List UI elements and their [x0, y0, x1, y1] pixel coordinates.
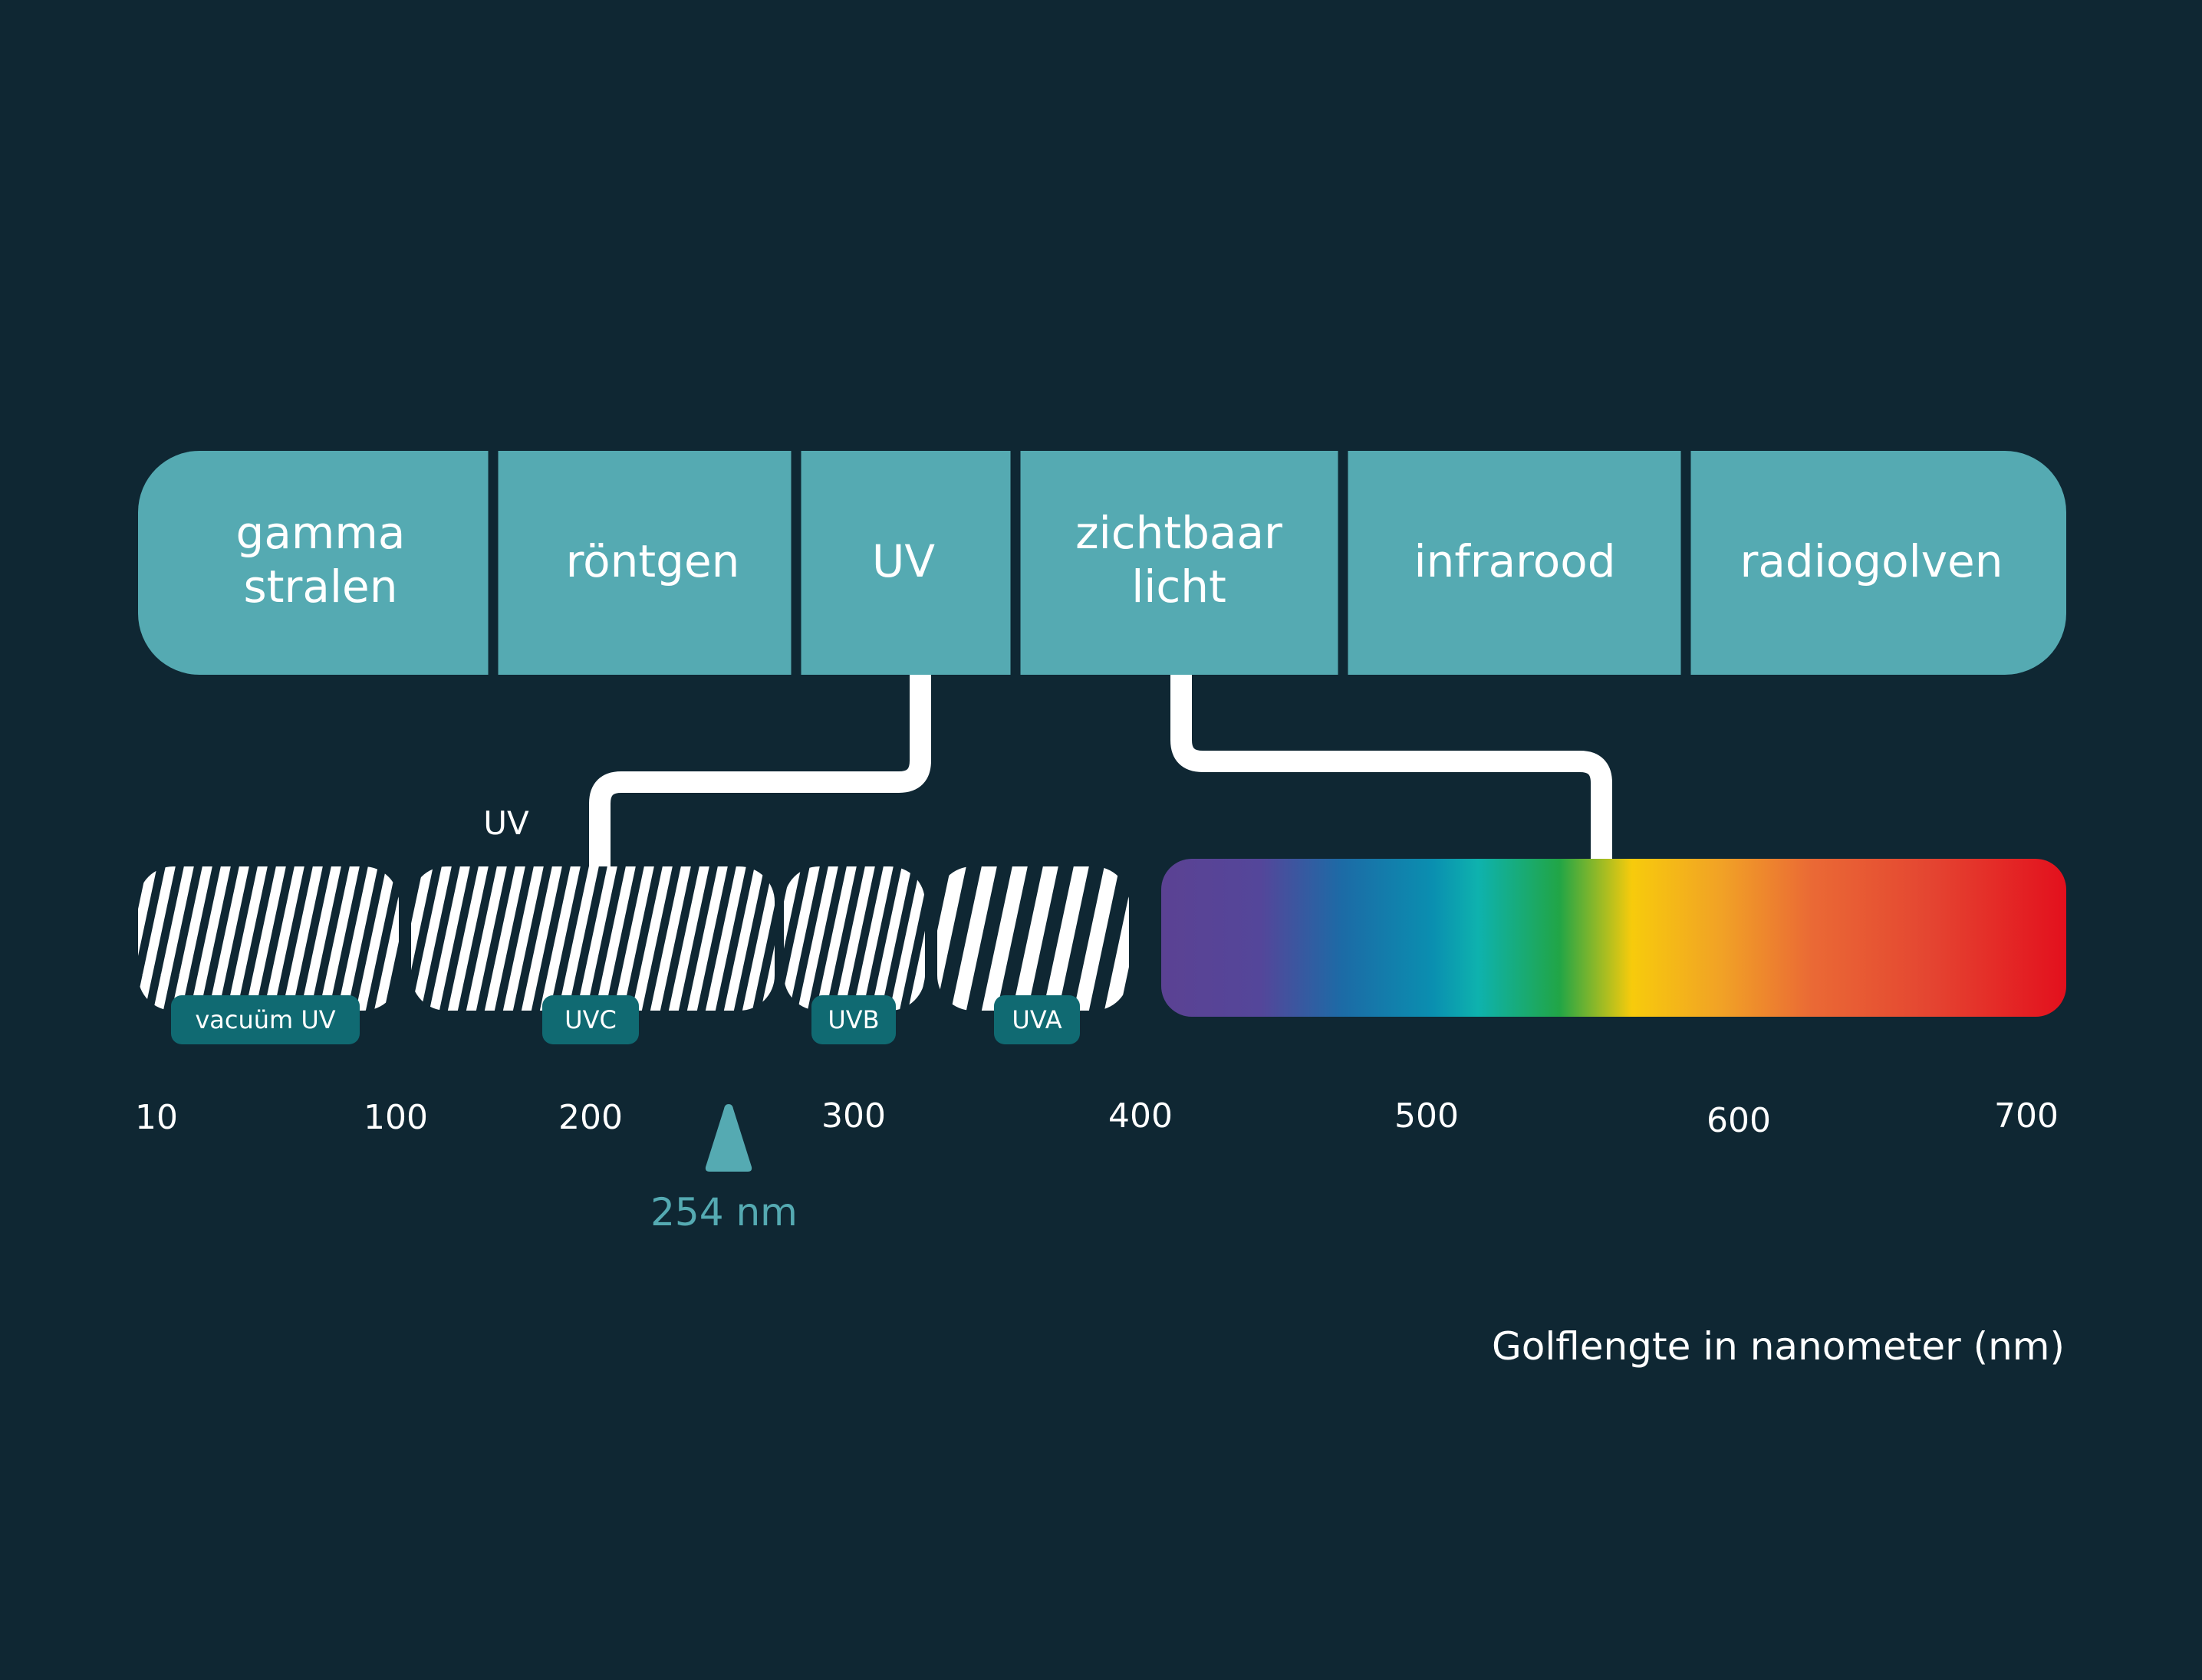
badge-uvc: UVC	[542, 995, 639, 1044]
tick-label-10: 10	[135, 1098, 178, 1137]
segment-uvc	[411, 866, 775, 1011]
visible-spectrum-bar	[1161, 859, 2066, 1017]
spectrum-band-bar	[138, 451, 2066, 675]
tick-label-500: 500	[1394, 1096, 1459, 1136]
band-radio-label: radiogolven	[1740, 535, 2003, 587]
band-gamma: gamma stralen	[236, 507, 406, 613]
band-visible-label-line1: zichtbaar	[1075, 507, 1282, 559]
marker-label: 254 nm	[650, 1190, 798, 1235]
band-visible-label-line2: licht	[1131, 561, 1226, 613]
tick-label-300: 300	[821, 1096, 886, 1136]
badge-uva: UVA	[994, 995, 1080, 1044]
badge-vacuum-uv: vacuüm UV	[171, 995, 360, 1044]
band-dividers	[488, 414, 1691, 705]
tick-label-200: 200	[558, 1098, 623, 1137]
tick-label-100: 100	[364, 1098, 428, 1137]
band-visible: zichtbaar licht	[1075, 507, 1282, 613]
marker-triangle	[705, 1104, 752, 1172]
wavelength-axis: 10 100 200 300 400 500 600 700	[135, 1096, 2059, 1140]
badge-uvb: UVB	[811, 995, 896, 1044]
band-infrared-label: infrarood	[1414, 535, 1615, 587]
segment-uva	[937, 866, 1129, 1011]
band-gamma-label-line2: stralen	[244, 561, 398, 613]
band-roentgen-label: röntgen	[566, 535, 740, 587]
tick-label-400: 400	[1108, 1096, 1173, 1136]
uv-connector-line	[589, 675, 931, 874]
marker-254nm: 254 nm	[650, 1104, 798, 1235]
band-roentgen: röntgen	[566, 535, 740, 587]
band-infrared: infrarood	[1414, 535, 1615, 587]
uv-subdivision-title: UV	[483, 804, 529, 842]
badge-vacuum-uv-label: vacuüm UV	[195, 1005, 335, 1034]
visible-connector-line	[1170, 675, 1612, 863]
badge-uvb-label: UVB	[828, 1005, 879, 1034]
band-uv: UV	[872, 535, 935, 587]
badge-uva-label: UVA	[1012, 1005, 1062, 1034]
band-radio: radiogolven	[1740, 535, 2003, 587]
band-uv-label: UV	[872, 535, 935, 587]
axis-title: Golflengte in nanometer (nm)	[1492, 1324, 2065, 1369]
badge-uvc-label: UVC	[564, 1005, 617, 1034]
band-gamma-label-line1: gamma	[236, 507, 406, 559]
tick-label-600: 600	[1707, 1101, 1771, 1140]
tick-label-700: 700	[1994, 1096, 2059, 1136]
segment-vacuum-uv	[138, 866, 399, 1011]
segment-uvb	[784, 866, 925, 1011]
